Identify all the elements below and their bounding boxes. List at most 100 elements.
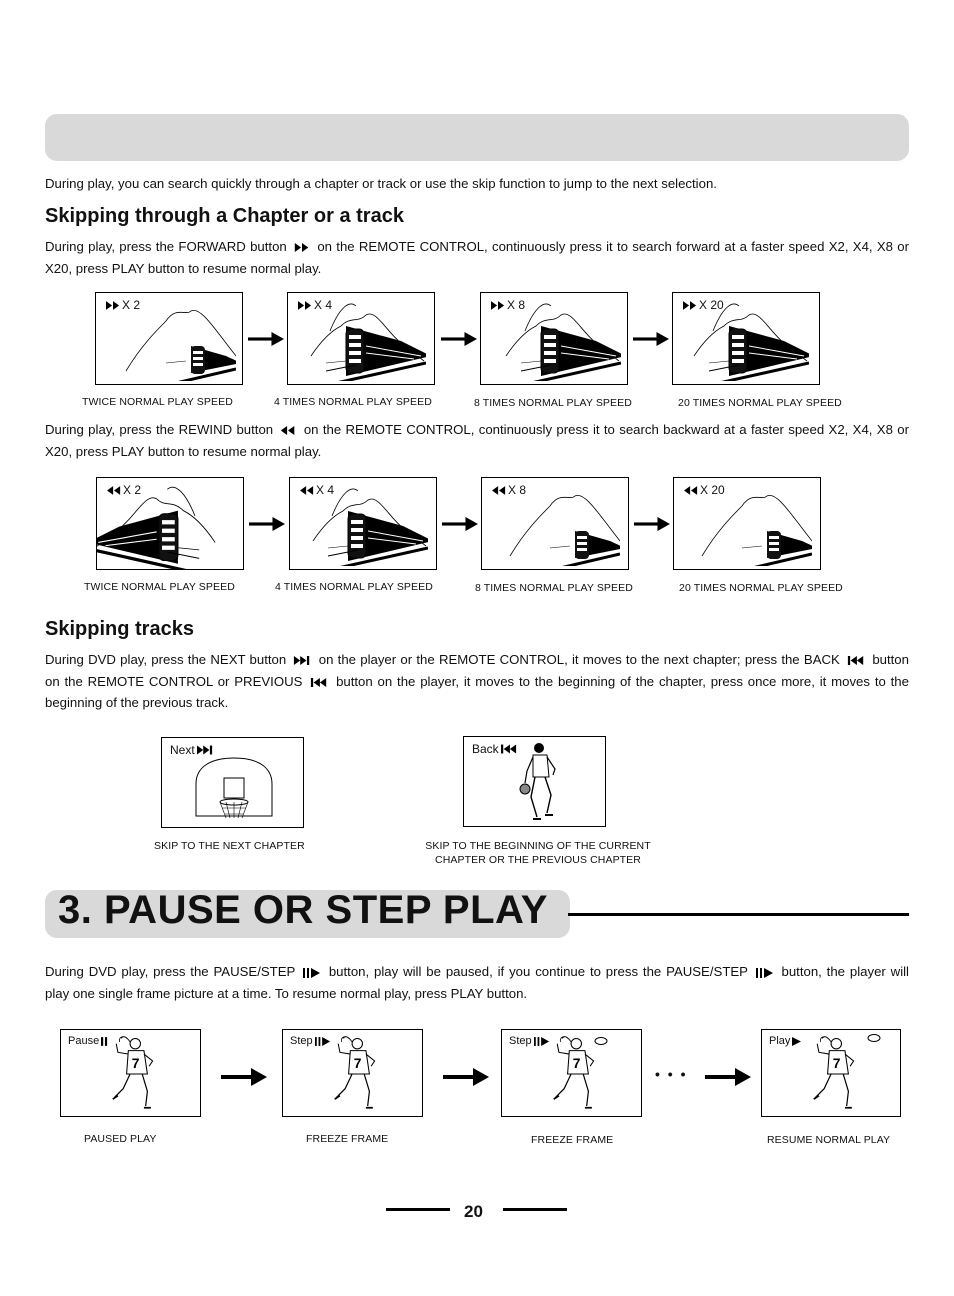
step-caption: FREEZE FRAME [531, 1134, 614, 1146]
forward-text-2: on the REMOTE CONTROL, continuously pres… [45, 239, 909, 276]
pause-icon [101, 1037, 108, 1046]
skip-chapter-heading: Skipping through a Chapter or a track [45, 205, 404, 227]
back-frame-label: Back [472, 742, 517, 756]
train-illustration [682, 486, 812, 566]
skip-tracks-text-4: button on the player, it moves to the be… [45, 673, 909, 711]
train-illustration [679, 301, 809, 381]
forward-caption: 8 TIMES NORMAL PLAY SPEED [474, 397, 632, 409]
back-caption: SKIP TO THE BEGINNING OF THE CURRENT CHA… [414, 839, 662, 867]
play-icon [792, 1037, 801, 1046]
forward-caption: TWICE NORMAL PLAY SPEED [82, 396, 233, 408]
football-player-illustration [552, 1034, 604, 1114]
forward-frame-x2: X 2 [95, 292, 243, 385]
pause-caption: PAUSED PLAY [84, 1133, 157, 1145]
football-icon [867, 1034, 881, 1042]
train-illustration [491, 301, 621, 381]
step-caption: FREEZE FRAME [306, 1133, 389, 1145]
section-title: 3. PAUSE OR STEP PLAY [58, 888, 548, 932]
play-frame: Play [761, 1029, 901, 1117]
forward-frame-x20: X 20 [672, 292, 820, 385]
forward-paragraph: During play, press the FORWARD button on… [45, 236, 909, 279]
arrow-right-icon [249, 515, 285, 533]
rewind-frame-x8: X 8 [481, 477, 629, 570]
frame-speed-label: X 20 [683, 298, 724, 312]
frame-speed-label: X 4 [298, 298, 332, 312]
football-player-illustration [111, 1034, 163, 1114]
forward-caption: 4 TIMES NORMAL PLAY SPEED [274, 396, 432, 408]
rewind-frame-x20: X 20 [673, 477, 821, 570]
pause-frame: Pause [60, 1029, 201, 1117]
play-caption: RESUME NORMAL PLAY [767, 1134, 891, 1146]
ellipsis-dots: • • • [655, 1066, 688, 1082]
forward-frame-x8: X 8 [480, 292, 628, 385]
next-icon [197, 745, 213, 755]
forward-caption: 20 TIMES NORMAL PLAY SPEED [678, 397, 842, 409]
back-icon [844, 656, 868, 665]
rewind-frame-x2: X 2 [96, 477, 244, 570]
train-illustration [296, 301, 426, 381]
football-player-illustration [333, 1034, 385, 1114]
basketball-player-illustration [519, 743, 556, 820]
previous-icon [307, 678, 331, 687]
pause-text-1: During DVD play, press the PAUSE/STEP [45, 964, 296, 979]
rewind-text-2: on the REMOTE CONTROL, continuously pres… [45, 422, 909, 459]
basketball-hoop-illustration [195, 757, 273, 819]
rewind-text-1: During play, press the REWIND button [45, 422, 274, 437]
arrow-right-icon [441, 330, 477, 348]
skip-tracks-text-1: During DVD play, press the NEXT button [45, 652, 287, 667]
next-chapter-frame: Next [161, 737, 304, 828]
back-caption-line-1: SKIP TO THE BEGINNING OF THE CURRENT [425, 840, 651, 852]
back-icon [501, 744, 517, 754]
train-illustration [490, 486, 620, 566]
frame-speed-label: X 8 [491, 298, 525, 312]
step-frame-2: Step [501, 1029, 642, 1117]
arrow-right-icon [443, 1067, 489, 1087]
page-number-rule-right [503, 1208, 567, 1211]
section-header-bar [45, 114, 909, 161]
skip-tracks-text-2: on the player or the REMOTE CONTROL, it … [318, 652, 840, 667]
play-frame-label: Play [769, 1035, 801, 1047]
rewind-caption: 8 TIMES NORMAL PLAY SPEED [475, 582, 633, 594]
arrow-right-icon [705, 1067, 751, 1087]
step-frame-1: Step [282, 1029, 423, 1117]
skip-tracks-heading: Skipping tracks [45, 618, 194, 640]
frame-speed-label: X 20 [684, 483, 725, 497]
rewind-caption: 20 TIMES NORMAL PLAY SPEED [679, 582, 843, 594]
football-player-illustration [812, 1034, 864, 1114]
forward-text-1: During play, press the FORWARD button [45, 239, 287, 254]
step-frame-label: Step [290, 1035, 331, 1047]
forward-frame-x4: X 4 [287, 292, 435, 385]
skip-tracks-paragraph: During DVD play, press the NEXT button o… [45, 649, 909, 714]
next-frame-label: Next [170, 743, 213, 757]
page-number: 20 [464, 1202, 483, 1221]
pause-text-3: button, the player will play one single … [45, 964, 909, 1001]
back-chapter-frame: Back [463, 736, 606, 827]
pause-frame-label: Pause [68, 1035, 108, 1047]
skip-tracks-text-3: button on the REMOTE CONTROL or PREVIOUS [45, 652, 909, 689]
frame-speed-label: X 2 [107, 483, 141, 497]
train-illustration [96, 484, 237, 569]
rewind-caption: 4 TIMES NORMAL PLAY SPEED [275, 581, 433, 593]
fast-forward-icon [291, 243, 313, 252]
pause-step-icon [300, 968, 324, 978]
pause-text-2: button, play will be paused, if you cont… [328, 964, 748, 979]
page-number-rule-left [386, 1208, 450, 1211]
next-icon [290, 656, 314, 665]
arrow-right-icon [633, 330, 669, 348]
frame-speed-label: X 2 [106, 298, 140, 312]
next-caption: SKIP TO THE NEXT CHAPTER [154, 840, 305, 852]
rewind-paragraph: During play, press the REWIND button on … [45, 419, 909, 462]
section-title-pill [45, 890, 570, 938]
rewind-caption: TWICE NORMAL PLAY SPEED [84, 581, 235, 593]
rewind-icon [277, 426, 299, 435]
arrow-right-icon [248, 330, 284, 348]
pause-step-icon [753, 968, 777, 978]
pause-step-icon [534, 1037, 550, 1046]
frame-speed-label: X 4 [300, 483, 334, 497]
arrow-right-icon [634, 515, 670, 533]
frame-speed-label: X 8 [492, 483, 526, 497]
arrow-right-icon [221, 1067, 267, 1087]
pause-paragraph: During DVD play, press the PAUSE/STEP bu… [45, 961, 909, 1004]
train-illustration [298, 486, 428, 566]
step-frame-label: Step [509, 1035, 550, 1047]
